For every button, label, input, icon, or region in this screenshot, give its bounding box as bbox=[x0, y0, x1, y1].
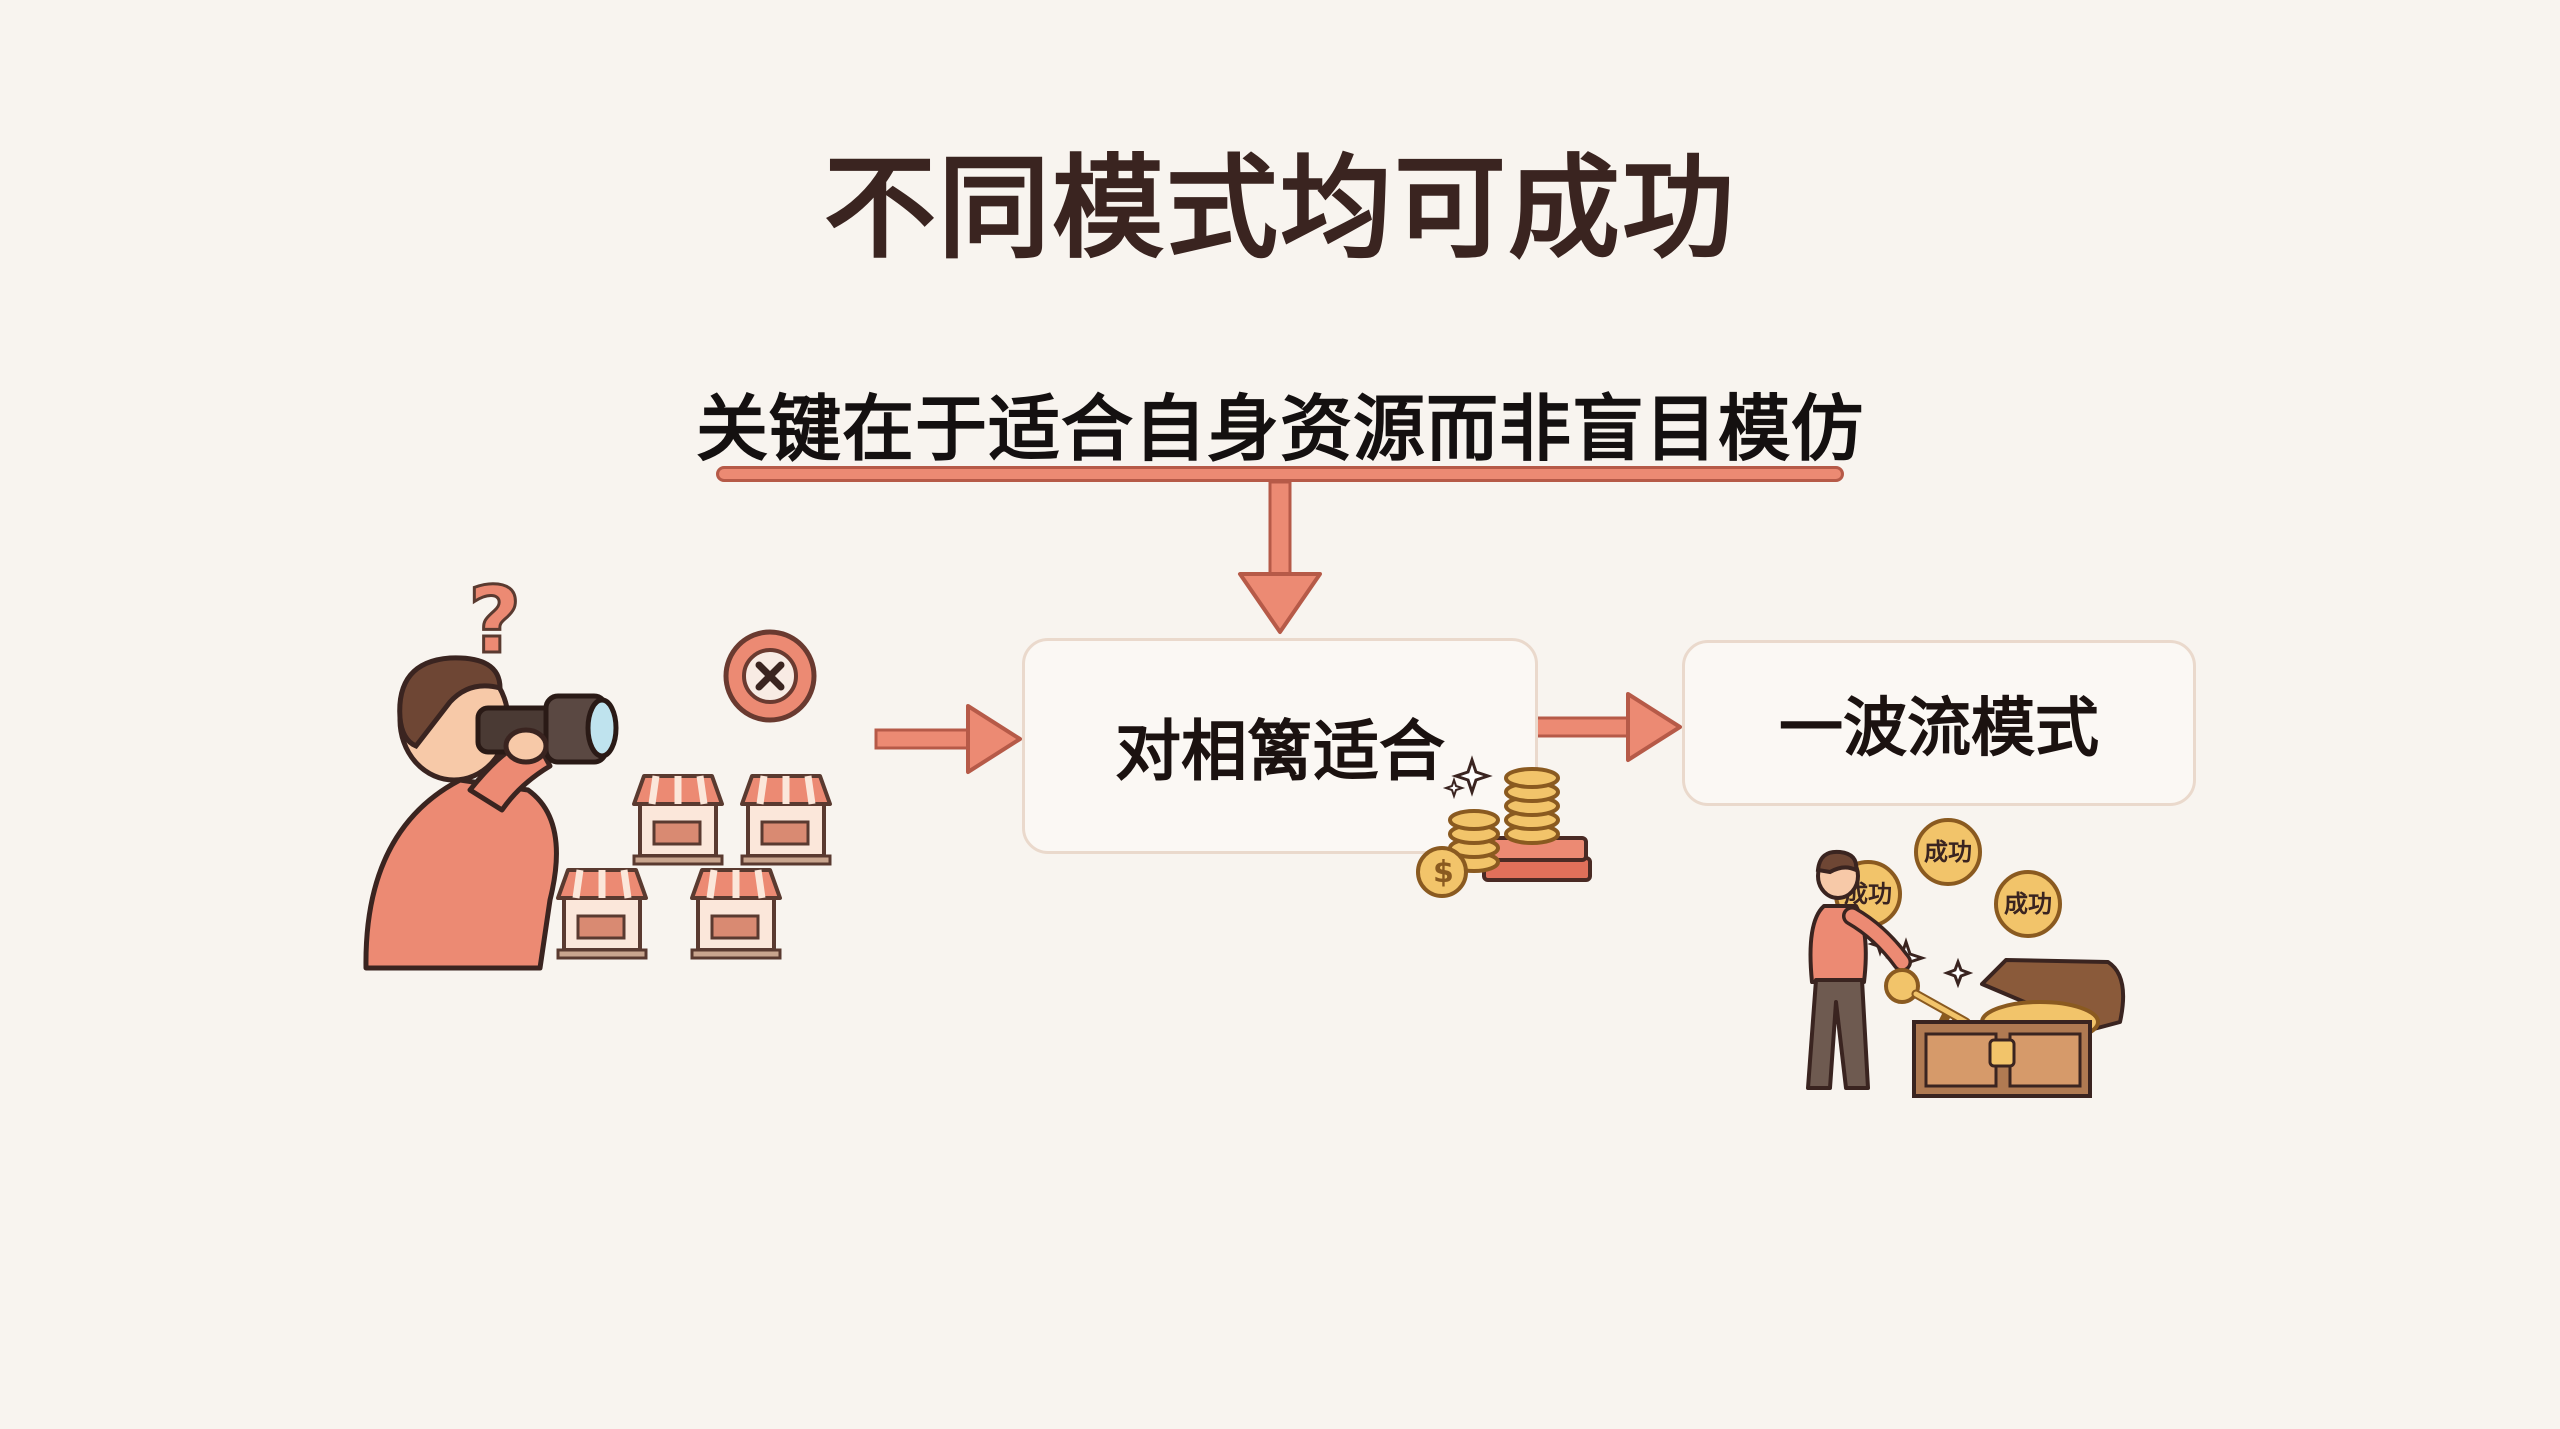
shops-illustration bbox=[552, 770, 832, 970]
wave-node: 一波流模式 bbox=[1682, 640, 2196, 806]
success-coin: 成功 bbox=[1994, 870, 2062, 938]
key-subtitle: 关键在于适合自身资源而非盲目模仿 bbox=[695, 387, 1864, 471]
shop-icon bbox=[742, 776, 830, 864]
right-arrow-1 bbox=[874, 704, 1022, 774]
treasure-illustration: 成功 成功 成功 bbox=[1806, 818, 2126, 1098]
success-coin: 成功 bbox=[1914, 818, 1982, 886]
shop-icon bbox=[634, 776, 722, 864]
observer-illustration: ? bbox=[363, 566, 619, 971]
dollar-coin-icon bbox=[1416, 846, 1468, 898]
down-arrow bbox=[1238, 480, 1322, 634]
shop-icon bbox=[692, 870, 780, 958]
coins-books-illustration: $ bbox=[1416, 755, 1592, 898]
page-title: 不同模式均可成功 bbox=[824, 144, 1736, 274]
svg-text:成功: 成功 bbox=[2004, 890, 2052, 918]
sparkle-icon bbox=[1442, 755, 1493, 800]
fit-node-label: 对相篱适合 bbox=[1115, 713, 1445, 790]
wave-node-label: 一波流模式 bbox=[1779, 692, 2099, 766]
question-mark-icon: ? bbox=[468, 567, 521, 674]
dollar-sign: $ bbox=[1433, 855, 1454, 890]
treasure-chest-icon bbox=[1912, 958, 2126, 1098]
fit-node: 对相篱适合 bbox=[1022, 638, 1538, 854]
right-arrow-2 bbox=[1534, 692, 1682, 762]
close-icon bbox=[723, 629, 817, 723]
svg-text:成功: 成功 bbox=[1924, 838, 1972, 866]
shop-icon bbox=[558, 870, 646, 958]
subtitle-underline bbox=[716, 466, 1844, 482]
